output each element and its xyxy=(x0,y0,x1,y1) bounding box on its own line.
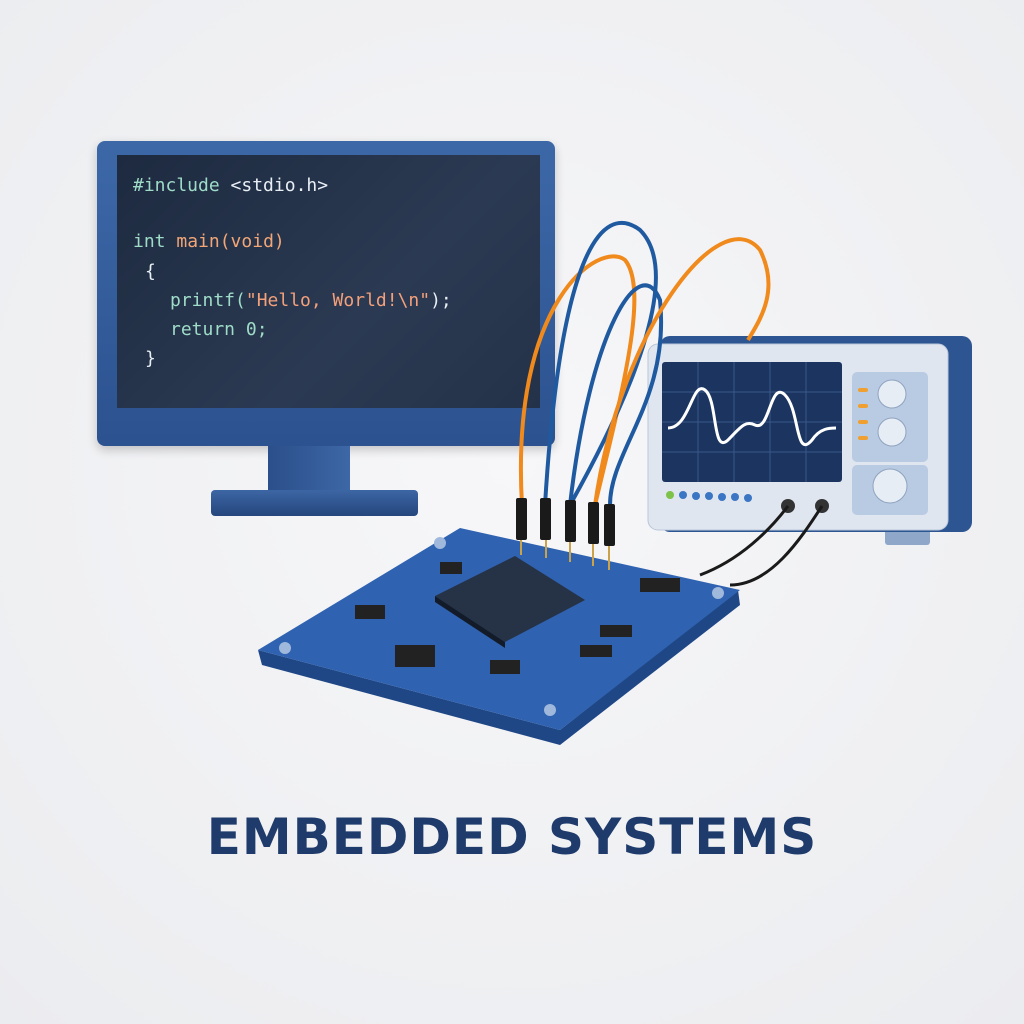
probe-cable xyxy=(729,505,824,587)
code-editor-screen xyxy=(117,155,540,408)
code-directive: #include xyxy=(133,175,220,196)
probe-pins xyxy=(516,498,615,570)
microcontroller-chip xyxy=(435,556,585,642)
code-end: ); xyxy=(430,290,452,311)
code-open-brace: { xyxy=(145,261,156,282)
code-type: int xyxy=(133,231,166,252)
code-func: main xyxy=(176,231,220,252)
knob-icon xyxy=(877,417,907,447)
circuit-board xyxy=(258,528,740,745)
code-header: <stdio.h> xyxy=(230,175,329,196)
knob-icon xyxy=(877,379,907,409)
jumper-wires xyxy=(518,220,771,506)
probe-cable xyxy=(699,505,790,577)
code-line-main: int main(void) xyxy=(133,231,285,252)
waveform xyxy=(667,387,837,446)
code-line-return: return 0; xyxy=(170,319,268,340)
code-line-include: #include <stdio.h> xyxy=(133,175,328,196)
code-printf: printf( xyxy=(170,290,246,311)
page-title: EMBEDDED SYSTEMS xyxy=(206,808,818,866)
code-args: (void) xyxy=(219,231,285,252)
code-line-printf: printf("Hello, World!\n"); xyxy=(170,290,452,311)
knob-icon xyxy=(872,468,908,504)
code-close-brace: } xyxy=(145,348,156,369)
monitor-stand xyxy=(268,446,350,494)
oscilloscope xyxy=(647,336,972,545)
monitor-base xyxy=(211,490,418,516)
code-string: "Hello, World!\n" xyxy=(245,290,431,311)
